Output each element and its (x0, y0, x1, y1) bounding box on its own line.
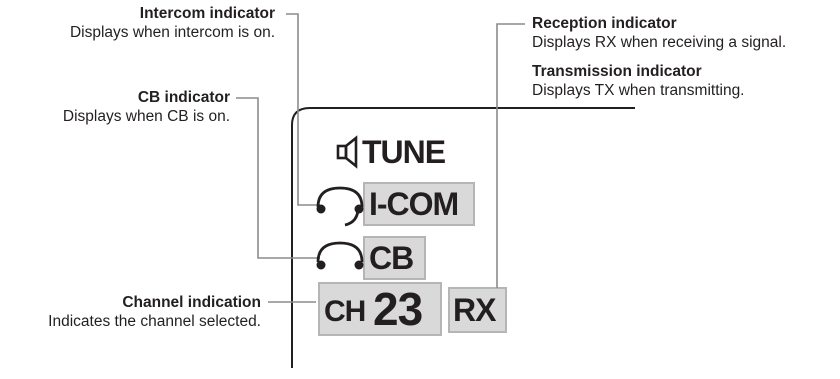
headset-earcups (316, 260, 364, 270)
icom-highlight-box (363, 182, 475, 226)
leader-lines (236, 13, 525, 303)
transmission-callout: Transmission indicator Displays TX when … (532, 62, 745, 100)
channel-callout: Channel indication Indicates the channel… (5, 293, 261, 331)
intercom-leader (286, 13, 320, 206)
speaker-icon (336, 135, 358, 169)
intercom-callout: Intercom indicator Displays when interco… (10, 4, 275, 42)
channel-number: 23 (373, 283, 423, 335)
transmission-indicator-desc: Displays TX when transmitting. (532, 82, 745, 99)
intercom-indicator-desc: Displays when intercom is on. (69, 24, 275, 41)
cb-highlight-box (363, 236, 426, 280)
headset-mic-earcups (316, 204, 364, 214)
channel-prefix: CH (324, 295, 366, 328)
headset-icon (316, 241, 364, 263)
cb-leader (236, 97, 320, 259)
transmission-indicator-title: Transmission indicator (532, 63, 702, 80)
channel-indication-title: Channel indication (122, 294, 261, 311)
tune-label: TUNE (362, 134, 446, 170)
icom-label: I-COM (369, 186, 459, 222)
channel-highlight-box (318, 282, 442, 336)
reception-indicator-title: Reception indicator (532, 15, 677, 32)
cb-label: CB (369, 240, 414, 276)
reception-leader (496, 23, 525, 288)
reception-indicator-desc: Displays RX when receiving a signal. (532, 34, 787, 51)
cb-indicator-desc: Displays when CB is on. (62, 108, 230, 125)
display-panel-outline (291, 107, 635, 368)
reception-callout: Reception indicator Displays RX when rec… (532, 14, 786, 52)
channel-indication-desc: Indicates the channel selected. (48, 313, 261, 330)
rx-label: RX (453, 292, 496, 328)
intercom-indicator-title: Intercom indicator (139, 5, 275, 22)
cb-callout: CB indicator Displays when CB is on. (10, 88, 230, 126)
rx-highlight-box (448, 287, 507, 333)
cb-indicator-title: CB indicator (137, 89, 230, 106)
